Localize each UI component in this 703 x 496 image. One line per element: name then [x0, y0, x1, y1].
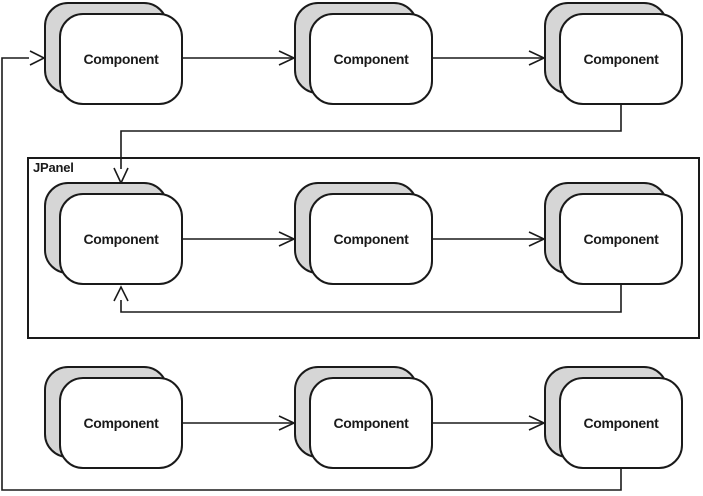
component-face: Component [59, 13, 183, 105]
component-face: Component [309, 13, 433, 105]
component-label: Component [83, 51, 159, 67]
component-label: Component [83, 231, 159, 247]
component-box: Component [294, 182, 433, 285]
component-label: Component [583, 231, 659, 247]
component-face: Component [309, 377, 433, 469]
component-box: Component [294, 366, 433, 469]
wrap-connector-line [1, 57, 622, 491]
jpanel-wrap-arrowhead-icon [113, 285, 129, 302]
jpanel-wrap-connector-line [120, 285, 622, 313]
wrap-arrowhead-icon [29, 50, 46, 66]
jpanel-container [27, 157, 700, 339]
component-face: Component [559, 377, 683, 469]
component-face: Component [559, 13, 683, 105]
component-label: Component [333, 231, 409, 247]
component-label: Component [583, 415, 659, 431]
top-to-jpanel-arrowhead-icon [113, 167, 129, 185]
component-box: Component [294, 2, 433, 105]
component-box: Component [544, 366, 683, 469]
component-face: Component [59, 377, 183, 469]
component-label: Component [333, 51, 409, 67]
component-box: Component [44, 366, 183, 469]
component-box: Component [544, 182, 683, 285]
component-box: Component [44, 2, 183, 105]
component-label: Component [83, 415, 159, 431]
component-face: Component [559, 193, 683, 285]
component-box: Component [44, 182, 183, 285]
jpanel-label: JPanel [33, 160, 74, 175]
component-box: Component [544, 2, 683, 105]
component-face: Component [59, 193, 183, 285]
component-face: Component [309, 193, 433, 285]
top-to-jpanel-connector-line [120, 105, 622, 169]
component-label: Component [333, 415, 409, 431]
component-label: Component [583, 51, 659, 67]
